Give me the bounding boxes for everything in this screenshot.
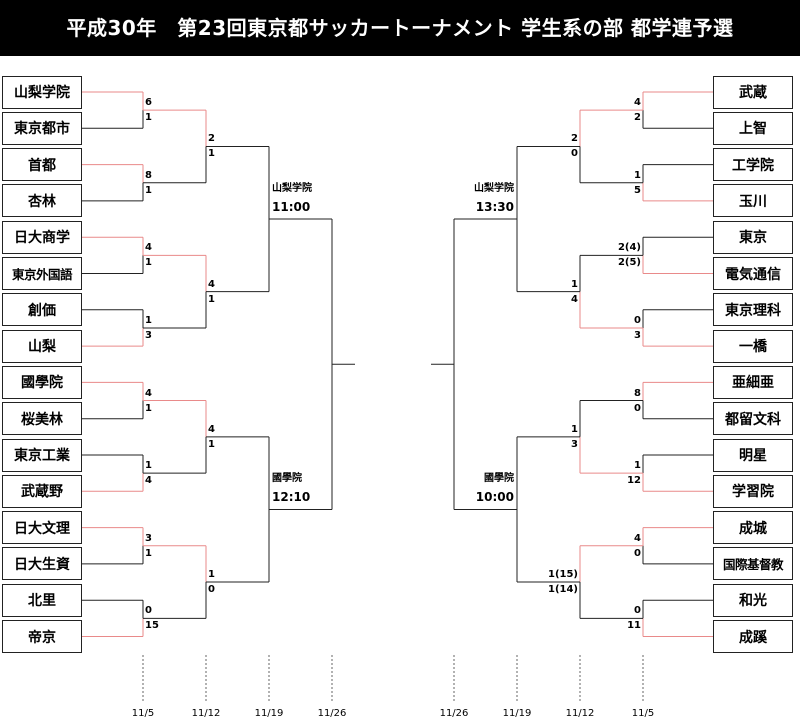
score-label: 0 bbox=[208, 584, 215, 596]
score-label: 1 bbox=[145, 184, 152, 196]
score-label: 3 bbox=[571, 438, 578, 450]
score-label: 3 bbox=[634, 329, 641, 341]
score-label: 1 bbox=[145, 460, 152, 472]
score-label: 15 bbox=[145, 620, 159, 632]
score-label: 1 bbox=[208, 438, 215, 450]
score-label: 0 bbox=[634, 605, 641, 617]
score-label: 2 bbox=[208, 133, 215, 145]
team-box: 成蹊 bbox=[713, 620, 793, 653]
semi-time-label: 12:10 bbox=[272, 490, 311, 505]
team-box: 都留文科 bbox=[713, 402, 793, 436]
score-label: 1(15) bbox=[547, 569, 578, 581]
score-label: 4 bbox=[634, 532, 641, 544]
team-box: 山梨 bbox=[2, 329, 82, 363]
date-label: 11/19 bbox=[502, 708, 532, 719]
team-box: 創価 bbox=[2, 293, 82, 327]
score-label: 8 bbox=[145, 169, 152, 181]
score-label: 12 bbox=[627, 475, 641, 487]
team-box: 山梨学院 bbox=[2, 75, 82, 109]
score-label: 0 bbox=[145, 605, 152, 617]
team-box: 日大文理 bbox=[2, 511, 82, 545]
team-box: 杏林 bbox=[2, 184, 82, 218]
score-label: 4 bbox=[145, 475, 152, 487]
score-label: 0 bbox=[634, 314, 641, 326]
score-label: 2(5) bbox=[617, 257, 641, 269]
team-box: 首都 bbox=[2, 148, 82, 182]
semi-winner-label: 國學院 bbox=[484, 473, 514, 485]
score-label: 1 bbox=[634, 169, 641, 181]
score-label: 1 bbox=[571, 278, 578, 290]
team-box: 上智 bbox=[713, 111, 793, 145]
semi-winner-label: 國學院 bbox=[272, 473, 302, 485]
team-box: 成城 bbox=[713, 511, 793, 545]
title-bar bbox=[0, 0, 800, 56]
score-label: 8 bbox=[634, 387, 641, 399]
team-box: 学習院 bbox=[713, 474, 793, 508]
score-label: 1 bbox=[145, 402, 152, 414]
team-box: 武蔵 bbox=[713, 75, 793, 109]
score-label: 4 bbox=[145, 242, 152, 254]
score-label: 4 bbox=[208, 423, 215, 435]
score-label: 1 bbox=[208, 148, 215, 160]
team-box: 東京都市 bbox=[2, 111, 82, 145]
semi-time-label: 10:00 bbox=[475, 490, 514, 505]
score-label: 1(14) bbox=[547, 584, 578, 596]
semi-winner-label: 山梨学院 bbox=[474, 183, 514, 195]
semi-winner-label: 山梨学院 bbox=[272, 183, 312, 195]
team-box: 日大商学 bbox=[2, 220, 82, 254]
date-label: 11/5 bbox=[631, 708, 655, 719]
date-label: 11/26 bbox=[439, 708, 469, 719]
date-label: 11/19 bbox=[254, 708, 284, 719]
score-label: 1 bbox=[208, 293, 215, 305]
date-label: 11/26 bbox=[317, 708, 347, 719]
team-box: 東京外国語 bbox=[2, 257, 82, 290]
score-label: 6 bbox=[145, 97, 152, 109]
score-label: 4 bbox=[634, 97, 641, 109]
date-label: 11/12 bbox=[191, 708, 221, 719]
team-box: 日大生資 bbox=[2, 547, 82, 581]
team-box: 明星 bbox=[713, 438, 793, 472]
date-label: 11/12 bbox=[565, 708, 595, 719]
score-label: 1 bbox=[145, 547, 152, 559]
score-label: 2 bbox=[634, 112, 641, 124]
score-label: 4 bbox=[145, 387, 152, 399]
score-label: 2(4) bbox=[617, 242, 641, 254]
score-label: 11 bbox=[627, 620, 641, 632]
score-label: 0 bbox=[634, 547, 641, 559]
team-box: 武蔵野 bbox=[2, 474, 82, 508]
team-box: 国際基督教 bbox=[713, 547, 793, 581]
score-label: 3 bbox=[145, 329, 152, 341]
team-box: 玉川 bbox=[713, 184, 793, 218]
team-box: 東京工業 bbox=[2, 438, 82, 472]
team-box: 國學院 bbox=[2, 365, 82, 399]
team-box: 電気通信 bbox=[713, 257, 793, 290]
score-label: 1 bbox=[145, 257, 152, 269]
team-box: 帝京 bbox=[2, 620, 82, 653]
score-label: 1 bbox=[634, 460, 641, 472]
team-box: 和光 bbox=[713, 583, 793, 617]
team-box: 一橋 bbox=[713, 329, 793, 363]
semi-time-label: 11:00 bbox=[272, 200, 311, 215]
team-box: 工学院 bbox=[713, 148, 793, 182]
score-label: 1 bbox=[145, 314, 152, 326]
semi-time-label: 13:30 bbox=[475, 200, 514, 215]
score-label: 2 bbox=[571, 133, 578, 145]
team-box: 北里 bbox=[2, 583, 82, 617]
score-label: 1 bbox=[571, 423, 578, 435]
score-label: 1 bbox=[145, 112, 152, 124]
score-label: 3 bbox=[145, 532, 152, 544]
team-box: 東京 bbox=[713, 220, 793, 254]
score-label: 4 bbox=[208, 278, 215, 290]
score-label: 1 bbox=[208, 569, 215, 581]
team-box: 桜美林 bbox=[2, 402, 82, 436]
score-label: 5 bbox=[634, 184, 641, 196]
team-box: 東京理科 bbox=[713, 293, 793, 327]
score-label: 0 bbox=[634, 402, 641, 414]
date-label: 11/5 bbox=[131, 708, 155, 719]
score-label: 4 bbox=[571, 293, 578, 305]
score-label: 0 bbox=[571, 148, 578, 160]
page-title: 平成30年 第23回東京都サッカートーナメント 学生系の部 都学連予選 bbox=[66, 16, 734, 40]
team-box: 亜細亜 bbox=[713, 365, 793, 399]
